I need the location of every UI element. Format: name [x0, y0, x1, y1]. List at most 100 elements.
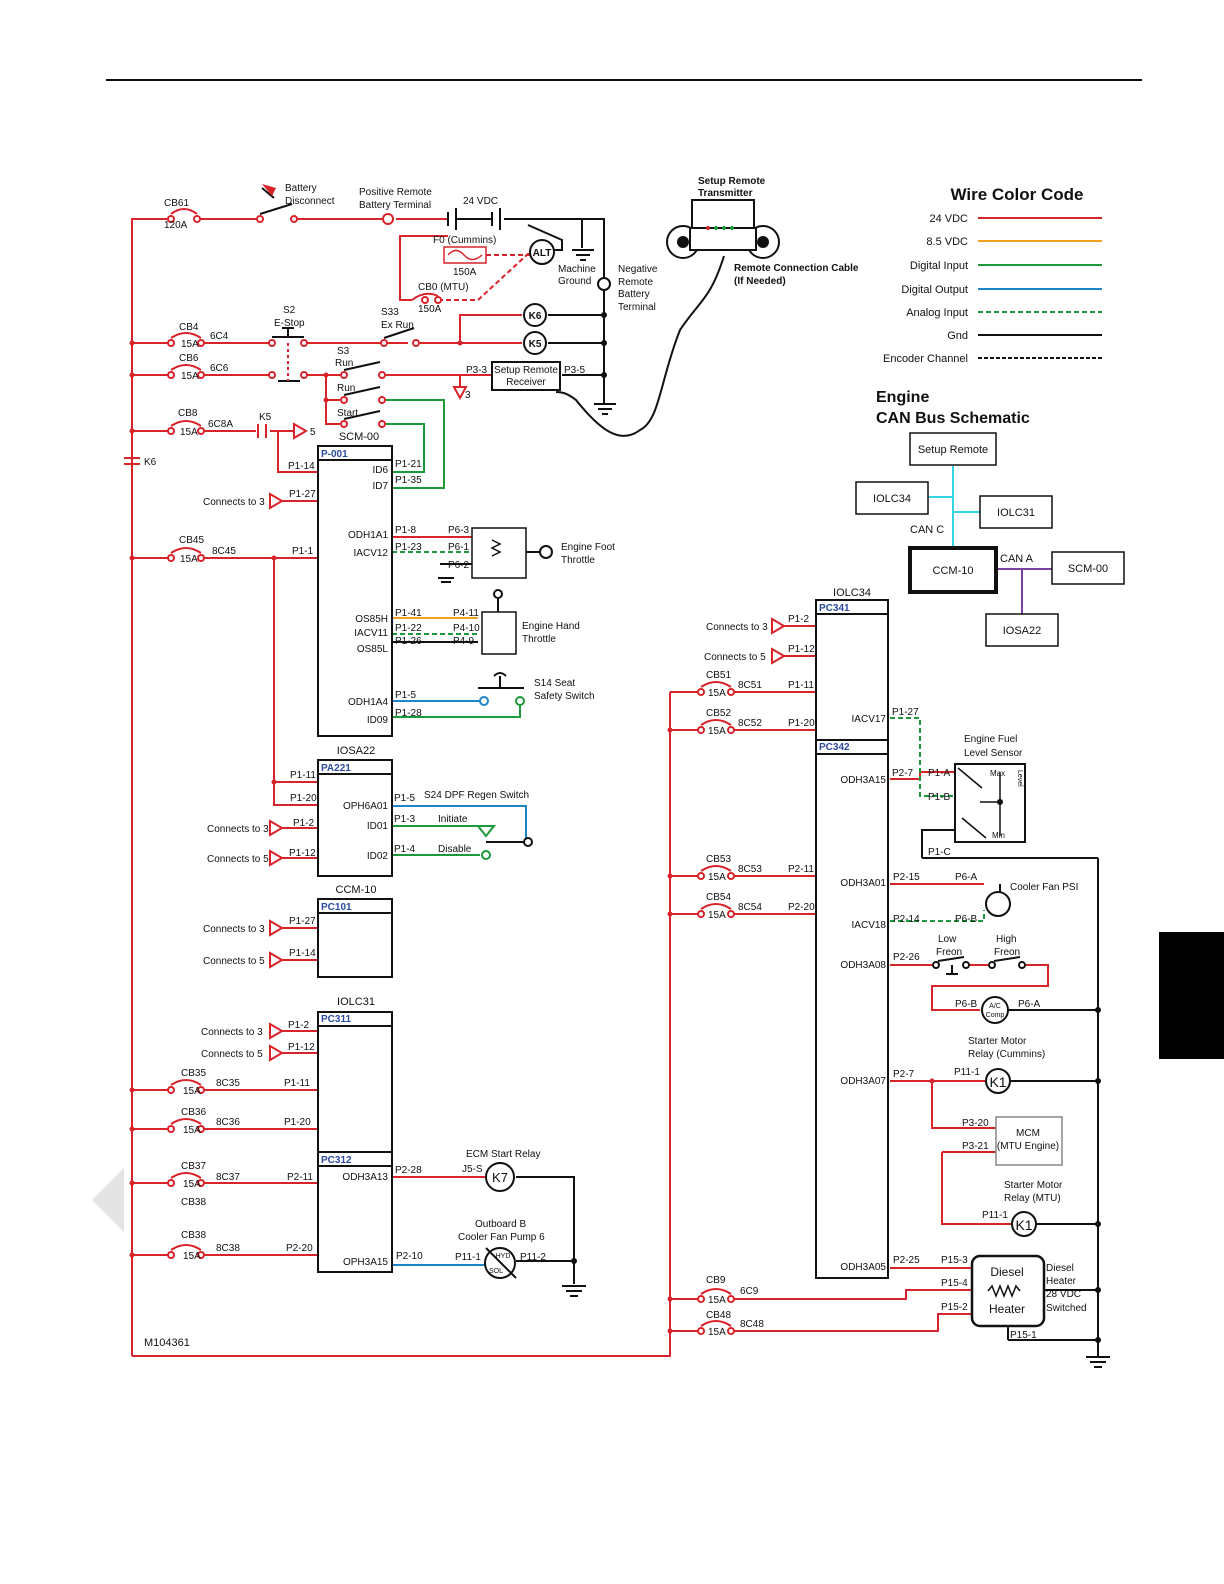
seat-switch — [478, 672, 524, 689]
k1-cummins — [985, 1068, 1011, 1094]
ref5-arrow — [293, 422, 308, 440]
lbl-iolc34-p2-7: P2-7 — [893, 1069, 915, 1080]
lbl-cb54: CB54 — [706, 892, 731, 903]
iolc31-port1: PC311 — [321, 1014, 351, 1025]
lbl-disable: Disable — [438, 844, 472, 855]
lbl-iacv11: IACV11 — [354, 628, 388, 639]
lbl-24vdc: 24 VDC — [463, 196, 498, 207]
lbl-k5: K5 — [529, 339, 542, 350]
legend-lines — [978, 217, 1102, 359]
lbl-cb35-amp: 15A — [183, 1086, 201, 1097]
lbl-iolc31-p11-1: P11-1 — [455, 1252, 481, 1263]
lbl-iosa-p1-4: P1-4 — [394, 844, 416, 855]
lbl-high-freon-1: High — [996, 934, 1017, 945]
lbl-start: Start — [337, 408, 358, 419]
fuse-links — [438, 251, 531, 301]
can-node-setup-remote: Setup Remote — [918, 444, 988, 456]
lbl-8c37: 8C37 — [216, 1172, 240, 1183]
iosa-name: IOSA22 — [337, 745, 376, 757]
lbl-iolc34-p11-1b: P11-1 — [982, 1210, 1008, 1221]
lbl-iosa-p1-11: P1-11 — [290, 770, 316, 781]
lbl-cb45-amp: 15A — [180, 554, 198, 565]
lbl-receiver-2: Receiver — [506, 377, 546, 388]
can-bus-c: CAN C — [910, 524, 944, 536]
lbl-p1-41: P1-41 — [395, 608, 422, 619]
ref3-arrow — [452, 386, 468, 401]
lbl-starter-m-1: Starter Motor — [1004, 1180, 1063, 1191]
lbl-p2-15: P2-15 — [893, 872, 920, 883]
lbl-hand-2: Throttle — [522, 634, 556, 645]
k1-mtu — [1011, 1211, 1037, 1237]
freon-switches — [932, 956, 1026, 975]
lbl-s14-1: S14 Seat — [534, 678, 575, 689]
lbl-os85h: OS85H — [355, 614, 388, 625]
can-node-scm00: SCM-00 — [1068, 563, 1108, 575]
lbl-odh3a01: ODH3A01 — [840, 878, 886, 889]
section-tab — [1159, 932, 1224, 1059]
controller-boxes — [317, 445, 889, 1279]
connect-arrows — [269, 492, 786, 1062]
lbl-id02: ID02 — [367, 851, 389, 862]
lbl-cb48: CB48 — [706, 1310, 731, 1321]
lbl-cb6-amp: 15A — [181, 371, 199, 382]
lbl-fan-pump-1: Outboard B — [475, 1219, 526, 1230]
lbl-odh3a08: ODH3A08 — [840, 960, 886, 971]
lbl-os85l: OS85L — [357, 644, 389, 655]
lbl-s24: S24 DPF Regen Switch — [424, 790, 529, 801]
circuit-breakers — [167, 208, 735, 1335]
lbl-iolc34-p1-11: P1-11 — [788, 680, 814, 691]
battery-disconnect-icon — [262, 184, 276, 196]
lbl-batt-disc-1: Battery — [285, 183, 317, 194]
lbl-oph6a01: OPH6A01 — [343, 801, 388, 812]
lbl-neg-term-1: Negative — [618, 264, 658, 275]
legend-item-gnd: Gnd — [947, 330, 968, 342]
labels: Wire Color Code 24 VDC 8.5 VDC Digital I… — [144, 176, 1108, 1349]
lbl-p2-10: P2-10 — [396, 1251, 423, 1262]
lbl-iacv17: IACV17 — [852, 714, 887, 725]
page-prev-arrow[interactable] — [92, 1168, 124, 1232]
lbl-scm-p1-5: P1-5 — [395, 690, 417, 701]
lbl-initiate: Initiate — [438, 814, 468, 825]
can-node-ccm10: CCM-10 — [933, 565, 974, 577]
lbl-run2: Run — [337, 383, 355, 394]
lbl-p1-c: P1-C — [928, 847, 951, 858]
lbl-iolc31-p1-11: P1-11 — [284, 1078, 310, 1089]
lbl-pos-term-1: Positive Remote — [359, 187, 432, 198]
lbl-low-freon-1: Low — [938, 934, 957, 945]
lbl-starter-m-2: Relay (MTU) — [1004, 1193, 1061, 1204]
lbl-p15-4: P15-4 — [941, 1278, 968, 1289]
lbl-iolc34-p1-12: P1-12 — [788, 644, 815, 655]
lbl-cb53: CB53 — [706, 854, 731, 865]
scm-name: SCM-00 — [339, 431, 379, 443]
lbl-heater-4: Switched — [1046, 1303, 1087, 1314]
lbl-iosa-p1-3: P1-3 — [394, 814, 416, 825]
lbl-p6-3: P6-3 — [448, 525, 470, 536]
lbl-foot-1: Engine Foot — [561, 542, 615, 553]
lbl-heater-2: Heater — [1046, 1276, 1077, 1287]
lbl-transmitter-2: Transmitter — [698, 188, 753, 199]
lbl-iacv12: IACV12 — [354, 548, 389, 559]
iolc34-port2: PC342 — [819, 742, 850, 753]
lbl-low-freon-2: Freon — [936, 947, 962, 958]
lbl-iacv18: IACV18 — [852, 920, 887, 931]
lbl-cb9: CB9 — [706, 1275, 726, 1286]
lbl-k6: K6 — [529, 311, 542, 322]
lbl-odh3a07: ODH3A07 — [840, 1076, 886, 1087]
lbl-iolc34-conn5: Connects to 5 — [704, 652, 766, 663]
lbl-s33: S33 — [381, 307, 399, 318]
lbl-iolc34-conn3: Connects to 3 — [706, 622, 768, 633]
mcm-box — [995, 1116, 1063, 1166]
lbl-p4-9: P4-9 — [453, 636, 475, 647]
lbl-6c4: 6C4 — [210, 331, 229, 342]
lbl-cb52: CB52 — [706, 708, 731, 719]
lbl-mcm-2: (MTU Engine) — [997, 1141, 1059, 1152]
controller-dividers — [318, 459, 888, 1167]
lbl-6c9: 6C9 — [740, 1286, 759, 1297]
setup-remote-transmitter — [691, 199, 755, 229]
ccm-name: CCM-10 — [336, 884, 377, 896]
lbl-k7: K7 — [492, 1170, 508, 1185]
lbl-p15-3: P15-3 — [941, 1255, 968, 1266]
lbl-neg-term-4: Terminal — [618, 302, 656, 313]
lbl-fan-pump-2: Cooler Fan Pump 6 — [458, 1232, 545, 1243]
lbl-iolc31-p1-2: P1-2 — [288, 1020, 310, 1031]
